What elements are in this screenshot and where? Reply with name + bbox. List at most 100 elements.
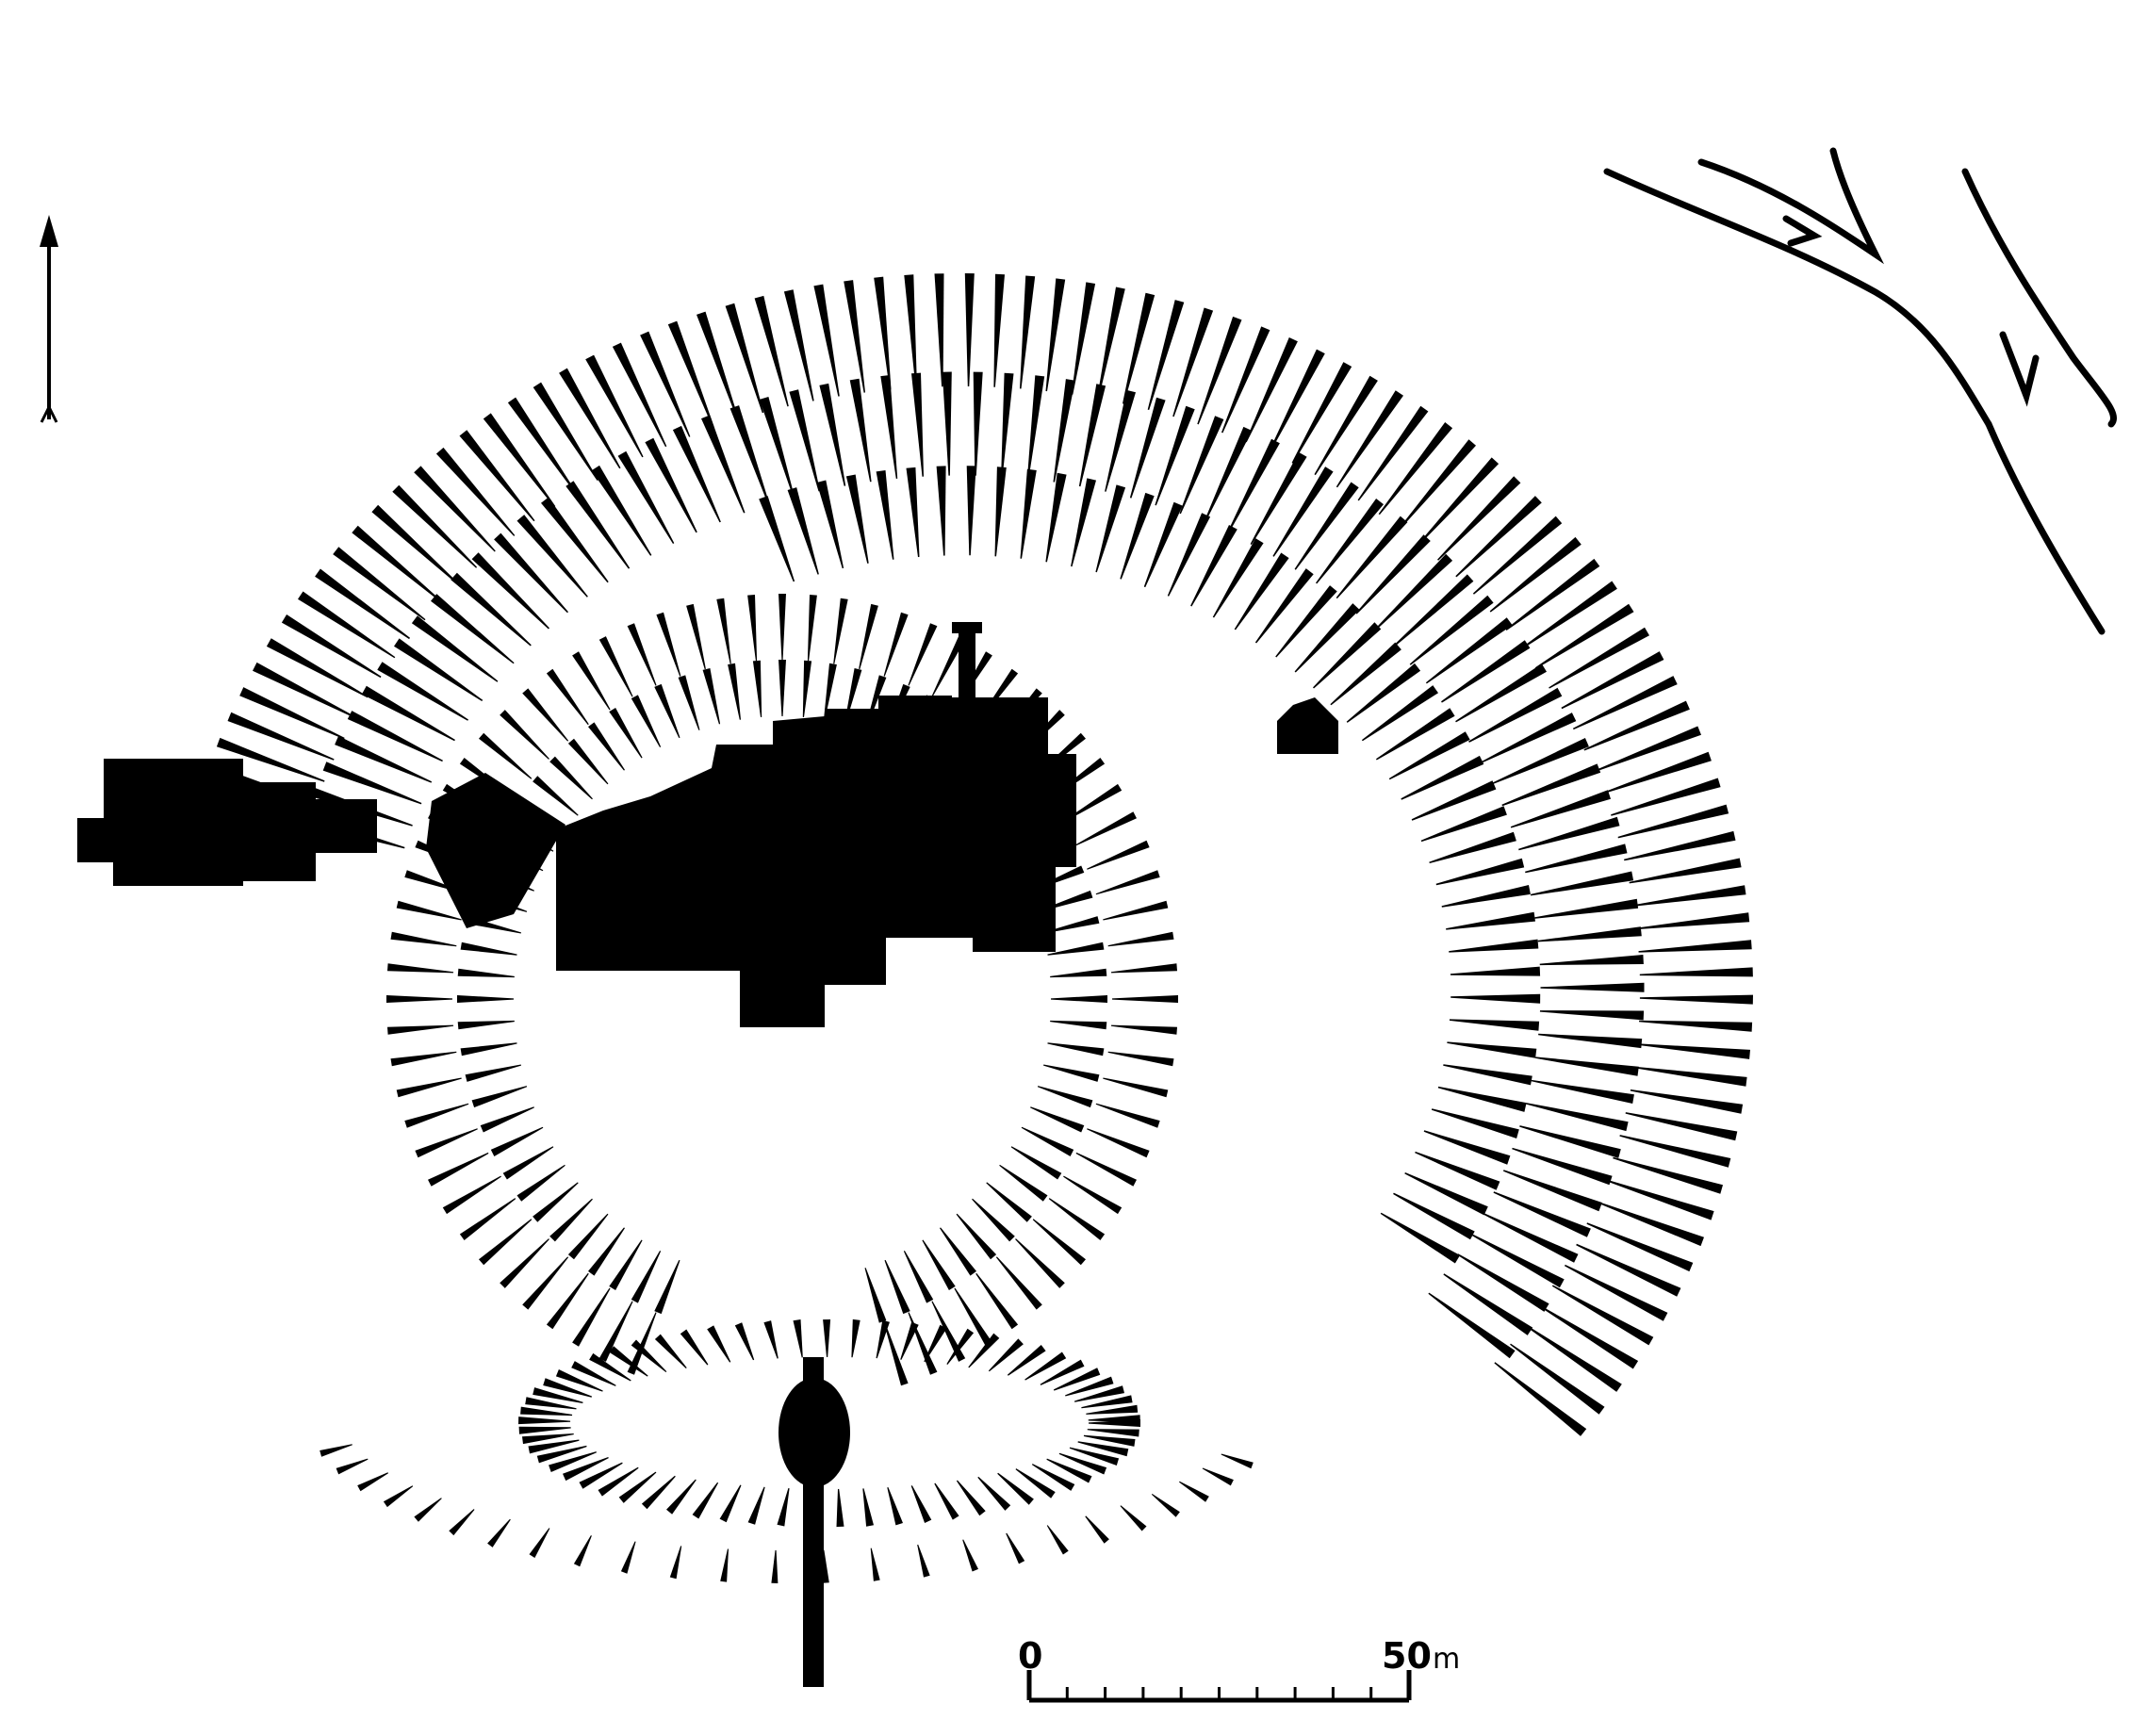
outer-hachure-mark [1393, 1192, 1475, 1240]
outer-hachure-mark [1316, 499, 1384, 584]
outer-hachure-mark [1071, 282, 1096, 395]
outer-hachure-mark [759, 496, 795, 582]
outer-hachure-mark [1450, 993, 1541, 1004]
outer-hachure-mark [591, 465, 652, 556]
inner-hachure-mark [387, 963, 454, 974]
outer-hachure-mark [1449, 939, 1539, 953]
south-outer-hachure-mark [822, 1549, 829, 1583]
south-hachure-mark [851, 1318, 860, 1358]
stream-channel-lower [1697, 147, 1885, 265]
inner-hachure-mark [999, 1164, 1048, 1202]
outer-hachure-mark [1313, 622, 1382, 689]
outer-hachure-mark [725, 303, 764, 414]
inner-hachure-mark [609, 708, 643, 759]
inner-hachure-mark [460, 1042, 517, 1056]
inner-hachure-mark [533, 776, 579, 816]
outer-hachure-mark [1639, 967, 1753, 977]
inner-hachure-mark [549, 756, 593, 800]
outer-hachure-mark [1512, 1147, 1613, 1186]
south-outer-hachure-mark [320, 1444, 352, 1457]
south-hachure-mark [589, 1352, 631, 1382]
south-hachure-mark [900, 1321, 919, 1360]
inner-hachure-mark [1107, 931, 1174, 947]
south-outer-hachure-mark [771, 1549, 778, 1583]
inner-hachure-mark [479, 1219, 533, 1266]
outer-hachure-mark [1053, 379, 1075, 483]
outer-hachure-mark [849, 378, 872, 483]
south-hachure-mark [598, 1466, 639, 1497]
inner-hachure-mark [1047, 1042, 1105, 1056]
outer-hachure-mark [697, 311, 739, 420]
inner-hachure-mark [502, 1146, 554, 1180]
outer-hachure-mark [335, 735, 433, 783]
inner-hachure-mark [654, 1259, 680, 1315]
outer-hachure-mark [1423, 1130, 1511, 1165]
outer-hachure-mark [993, 273, 1005, 387]
outer-hachure-mark [507, 397, 577, 494]
stream-channel-east [1961, 168, 2118, 428]
outer-hachure-mark [459, 430, 535, 522]
south-hachure-mark [525, 1397, 577, 1410]
outer-hachure-mark [1411, 780, 1497, 821]
outer-hachure-mark [934, 273, 944, 387]
inner-hachure-mark [522, 1256, 569, 1310]
south-hachure-mark [887, 1487, 903, 1526]
south-outer-hachure-mark [1202, 1467, 1234, 1486]
outer-hachure-mark [411, 615, 499, 682]
south-hachure-mark [924, 1324, 947, 1363]
south-hachure-mark [555, 1369, 603, 1392]
outer-hachure-mark [1594, 726, 1701, 773]
south-outer-hachure-mark [487, 1518, 511, 1548]
outer-hachure-mark [1143, 501, 1183, 588]
south-hachure-mark [571, 1361, 616, 1386]
outer-hachure-mark [392, 484, 478, 568]
inner-hachure-mark [479, 732, 533, 779]
outer-hachure-mark [1420, 806, 1507, 843]
outer-hachure-mark [1336, 390, 1403, 488]
south-hachure-mark [1058, 1452, 1107, 1475]
outer-hachure-mark [1294, 603, 1360, 673]
south-hachure-mark [1024, 1351, 1067, 1381]
stream-lines [1603, 147, 2118, 635]
outer-hachure-mark [1520, 581, 1617, 649]
inner-hachure-mark [752, 660, 762, 717]
outer-hachure-mark [1482, 1212, 1579, 1263]
south-hachure-mark [862, 1488, 874, 1527]
west-building [77, 759, 377, 886]
outer-hachure-mark [1105, 389, 1136, 492]
south-hachure-mark [680, 1329, 709, 1366]
outer-hachure-mark [942, 371, 952, 476]
inner-hachure-mark [824, 663, 837, 720]
inner-hachure-mark [1043, 1064, 1100, 1082]
outer-hachure-mark [1026, 375, 1045, 480]
outer-hachure-mark [1045, 472, 1067, 563]
outer-hachure-mark [266, 638, 369, 698]
outer-hachure-mark [845, 474, 869, 564]
outer-hachure-mark [1355, 534, 1431, 614]
outer-hachure-mark [352, 525, 442, 603]
outer-hachure-mark [936, 466, 946, 556]
south-outer-hachure-mark [383, 1485, 414, 1508]
outer-hachure-mark [1468, 687, 1563, 743]
outer-hachure-mark [874, 276, 892, 390]
outer-hachure-mark [1502, 1170, 1602, 1212]
outer-hachure-mark [298, 591, 396, 659]
outer-hachure-mark [1446, 911, 1535, 930]
inner-hachure-mark [598, 636, 633, 697]
outer-hachure-mark [471, 552, 549, 630]
outer-hachure-mark [1537, 926, 1642, 942]
southern-rampart-hachures [320, 1318, 1254, 1583]
outer-hachure-mark [1234, 552, 1289, 631]
inner-hachure-mark [802, 660, 812, 717]
outer-hachure-mark [640, 331, 691, 437]
south-hachure-mark [1081, 1395, 1133, 1409]
inner-hachure-mark [480, 1106, 534, 1133]
inner-hachure-mark [686, 603, 706, 670]
outer-hachure-mark [1245, 337, 1298, 443]
outer-hachure-mark [964, 273, 975, 386]
outer-hachure-mark [1534, 603, 1634, 669]
main-palace-block [556, 696, 1076, 1027]
north-tower [959, 627, 975, 702]
outer-hachure-mark [1561, 651, 1664, 710]
outer-hachure-mark [1531, 1079, 1634, 1104]
